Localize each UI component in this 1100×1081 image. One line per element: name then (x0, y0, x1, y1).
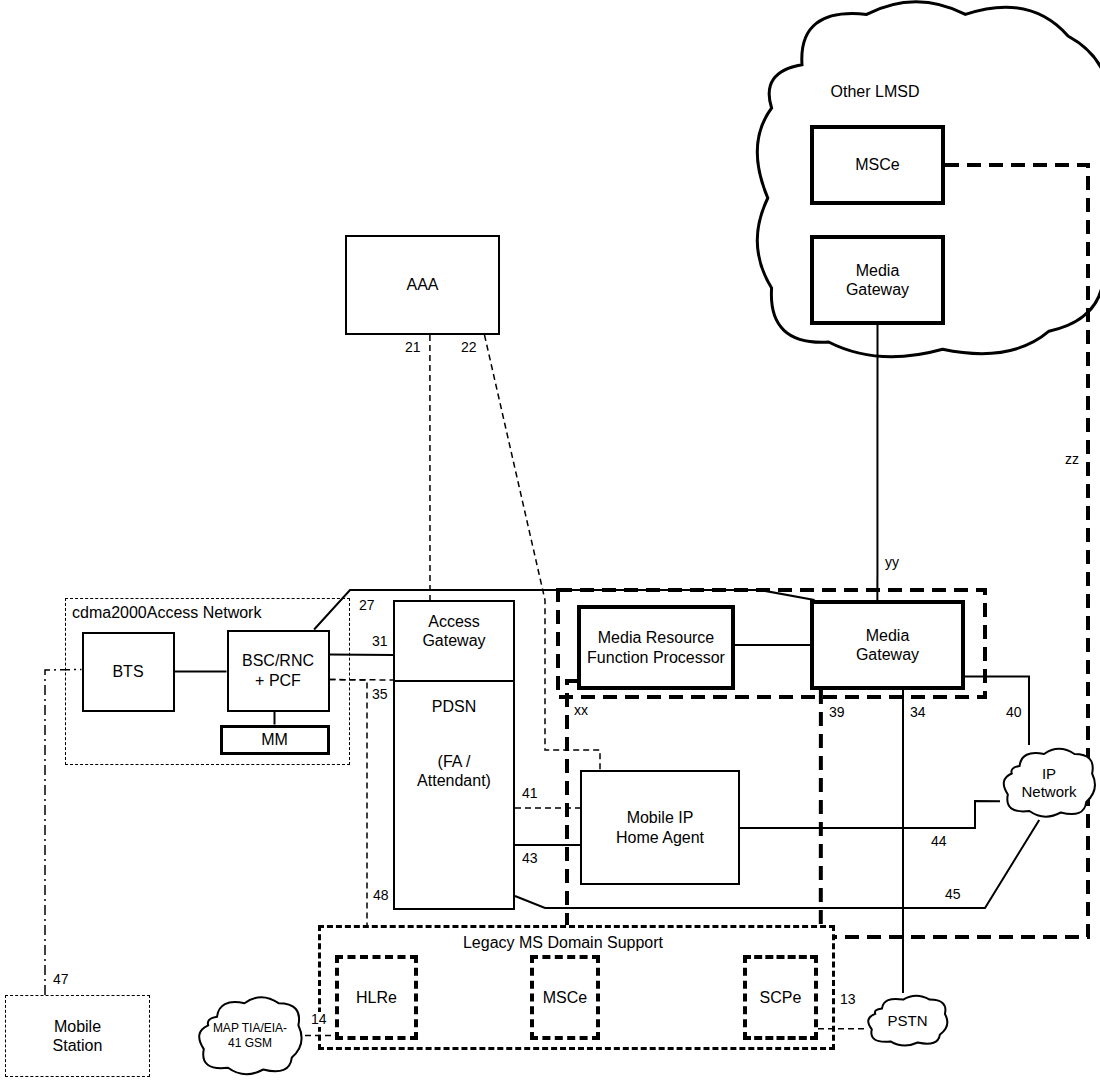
interface-label: 47 (52, 972, 70, 987)
media-region-outline (558, 590, 985, 697)
interface-label: 43 (521, 851, 539, 866)
interface-label: 14 (310, 1012, 328, 1027)
cloud-path (868, 996, 947, 1046)
node-text: SCPe (760, 988, 802, 1007)
cloud-path (757, 2, 1100, 357)
node-text: Media Resource Function Processor (586, 628, 726, 666)
server-box: AAA (345, 235, 500, 335)
interface-label: 41 (521, 786, 539, 801)
connector (485, 335, 601, 770)
connector (429, 335, 431, 600)
interface-label: xx (573, 703, 589, 718)
gateway-box: Media Gateway (810, 600, 965, 690)
interface-label: 48 (372, 888, 390, 903)
connector (330, 654, 394, 656)
interface-label: 21 (404, 340, 422, 355)
interface-label: 44 (930, 834, 948, 849)
node-text: Media Gateway (843, 626, 933, 664)
interface-label: 13 (839, 992, 857, 1007)
node-text: Legacy MS Domain Support (413, 933, 713, 952)
station-box: BTS (82, 632, 175, 712)
connector (740, 801, 1000, 828)
register-box: HLRe (335, 955, 418, 1040)
cloud-path (199, 997, 301, 1074)
module-box: MM (220, 725, 330, 755)
divider-line (395, 680, 513, 682)
network-cloud: PSTN (865, 993, 950, 1048)
cloud-path (1004, 749, 1095, 817)
node-text: MSCe (543, 988, 587, 1007)
connector (175, 671, 227, 673)
domain-region: Legacy MS Domain SupportHLRe MSCe SCPe (318, 925, 835, 1050)
network-region: cdma2000Access NetworkBTS BSC/RNC + PCF MM (65, 598, 350, 765)
node-text: (FA / Attendant) (409, 752, 499, 790)
interface-label: 35 (371, 687, 389, 702)
interface-label: yy (884, 555, 900, 570)
interface-label: 45 (944, 887, 962, 902)
node-text: BSC/RNC + PCF (237, 651, 319, 689)
connector (819, 690, 823, 925)
connector (314, 590, 814, 630)
connector (274, 712, 276, 725)
node-text: HLRe (356, 988, 397, 1007)
switch-box: MSCe (810, 125, 945, 205)
node-text: cdma2000Access Network (72, 603, 332, 622)
interface-label: zz (1064, 452, 1080, 467)
interface-label: 31 (371, 634, 389, 649)
controller-box: BSC/RNC + PCF (227, 630, 330, 712)
terminal-box: Mobile Station (5, 995, 150, 1077)
interface-label: 27 (358, 598, 376, 613)
interface-label: 39 (828, 705, 846, 720)
connector (818, 1028, 865, 1030)
gateway-box: Media Gateway (810, 235, 945, 325)
network-cloud: MAP TIA/EIA-41 GSM (195, 993, 305, 1078)
interface-label: 34 (909, 705, 927, 720)
node-text: PSTN (887, 1012, 927, 1030)
gateway-box: Access GatewayPDSN (FA / Attendant) (393, 600, 515, 910)
interface-label: 22 (460, 340, 478, 355)
connector (515, 844, 580, 846)
node-text: AAA (406, 275, 438, 294)
node-text: MAP TIA/EIA-41 GSM (212, 1021, 288, 1050)
node-text: Media Gateway (833, 261, 923, 299)
node-text: Mobile Station (38, 1017, 118, 1055)
node-text: Other LMSD (775, 82, 975, 101)
connector (902, 690, 904, 993)
network-cloud: Other LMSD MSCeMedia Gateway (745, 0, 1100, 360)
network-cloud: IP Network (1000, 745, 1098, 820)
processor-box: Media Resource Function Processor (577, 605, 735, 690)
agent-box: Mobile IP Home Agent (580, 770, 740, 885)
connector (515, 807, 580, 809)
node-text: Mobile IP Home Agent (615, 808, 705, 846)
control-point-box: SCPe (743, 955, 818, 1040)
node-text: MSCe (855, 155, 899, 174)
connector (330, 680, 368, 926)
connector (735, 644, 810, 646)
switch-box: MSCe (530, 955, 600, 1040)
interface-label: 40 (1005, 705, 1023, 720)
connector (876, 325, 878, 600)
connector (965, 677, 1029, 746)
node-text: PDSN (409, 697, 499, 716)
node-text: Access Gateway (409, 612, 499, 650)
node-text: BTS (112, 662, 143, 681)
node-text: MM (261, 730, 288, 749)
connector (45, 670, 82, 996)
node-text: IP Network (1014, 765, 1084, 801)
